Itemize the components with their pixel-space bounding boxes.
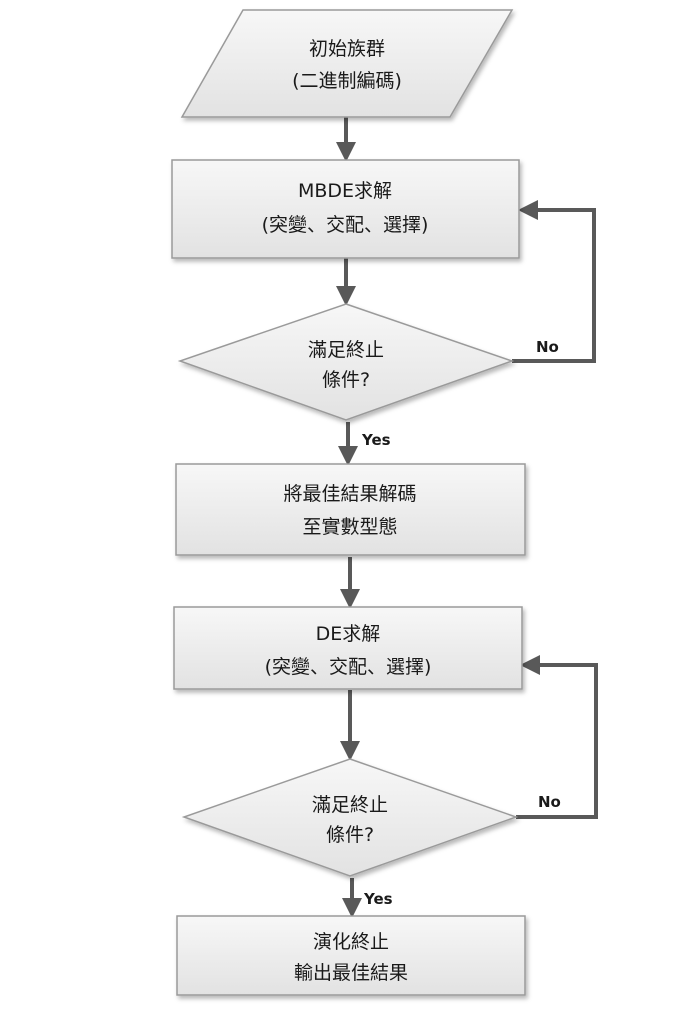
start-node-line1: 初始族群 [309, 38, 385, 60]
start-node-line2: (二進制編碼) [292, 70, 402, 92]
arrow-decision2-no-loop [516, 655, 598, 819]
end-node: 演化終止 輸出最佳結果 [176, 915, 526, 996]
de-solve-node: DE求解 (突變、交配、選擇) [173, 606, 523, 690]
arrow-decision1-no-loop [512, 200, 596, 363]
de-solve-line1: DE求解 [316, 623, 381, 645]
decision2-yes-label: Yes [363, 890, 393, 908]
decision1-node: 滿足終止 條件? [177, 303, 515, 421]
end-line2: 輸出最佳結果 [294, 962, 408, 984]
end-line1: 演化終止 [313, 931, 389, 953]
decision2-line2: 條件? [326, 824, 374, 846]
mbde-solve-node: MBDE求解 (突變、交配、選擇) [171, 159, 520, 259]
de-solve-line2: (突變、交配、選擇) [265, 656, 432, 678]
mbde-solve-line1: MBDE求解 [298, 180, 392, 202]
connectors [336, 117, 598, 918]
decision1-line1: 滿足終止 [308, 339, 384, 361]
decision2-node: 滿足終止 條件? [181, 758, 519, 877]
decode-node: 將最佳結果解碼 至實數型態 [175, 463, 526, 556]
decode-line2: 至實數型態 [302, 516, 397, 538]
start-node: 初始族群 (二進制編碼) [180, 9, 514, 118]
decode-line1: 將最佳結果解碼 [283, 483, 416, 505]
decision2-no-label: No [538, 793, 561, 811]
mbde-solve-line2: (突變、交配、選擇) [262, 214, 429, 236]
decision2-line1: 滿足終止 [312, 794, 388, 816]
decision1-yes-label: Yes [361, 431, 391, 449]
decision1-no-label: No [536, 338, 559, 356]
decision1-line2: 條件? [322, 369, 370, 391]
